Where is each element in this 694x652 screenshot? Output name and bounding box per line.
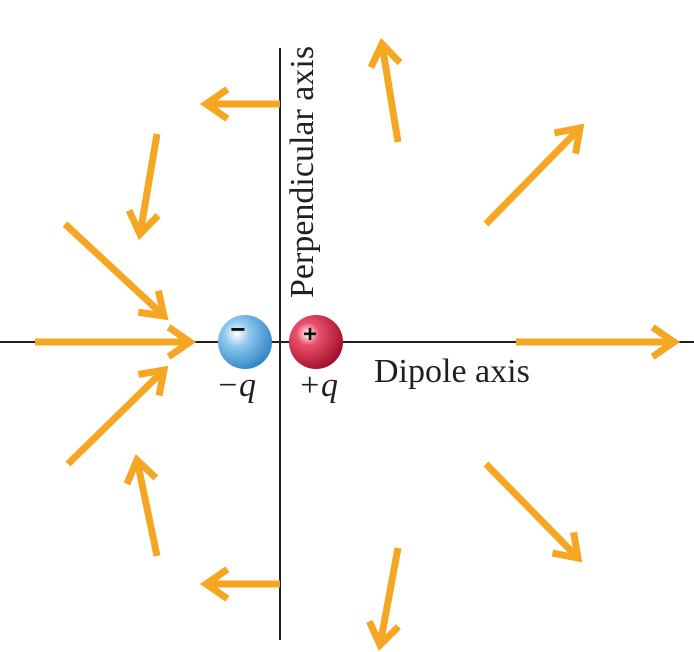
- positive-charge: +: [289, 315, 343, 369]
- field-arrow: [367, 37, 403, 143]
- field-arrow-head: [367, 37, 403, 69]
- field-arrow-shaft: [137, 133, 161, 232]
- field-arrow-shaft: [377, 547, 402, 643]
- field-arrow-head: [166, 324, 197, 360]
- field-arrow-head: [366, 619, 401, 652]
- field-arrow-head: [125, 208, 161, 241]
- negative-charge: −: [218, 314, 272, 369]
- field-arrow: [199, 566, 280, 602]
- negative-charge-sphere: [218, 315, 272, 369]
- negative-charge-label: −q: [216, 367, 256, 404]
- field-arrow: [516, 324, 681, 360]
- field-arrow-head: [123, 453, 159, 486]
- field-arrow-shaft: [483, 127, 581, 227]
- field-arrow: [483, 123, 585, 227]
- field-arrow: [62, 221, 169, 321]
- field-arrow-head: [137, 365, 169, 397]
- field-arrow-shaft: [62, 221, 165, 317]
- field-arrow-head: [199, 86, 230, 122]
- field-arrows: [35, 37, 681, 652]
- field-arrow: [483, 461, 583, 563]
- field-arrow-head: [650, 324, 681, 360]
- field-arrow: [65, 365, 169, 467]
- field-arrow-shaft: [134, 462, 161, 557]
- field-arrow: [199, 86, 280, 122]
- minus-sign: −: [230, 314, 245, 344]
- field-arrow-head: [551, 531, 583, 563]
- field-arrow-head: [199, 566, 230, 602]
- field-arrow-shaft: [379, 46, 402, 143]
- plus-sign: +: [303, 321, 317, 348]
- field-arrow: [125, 133, 161, 241]
- field-arrow-shaft: [483, 461, 579, 559]
- field-arrow: [123, 453, 161, 557]
- field-arrow-shaft: [65, 369, 165, 467]
- positive-charge-label: +q: [298, 367, 338, 404]
- perpendicular-axis-label: Perpendicular axis: [284, 46, 321, 298]
- field-arrow-head: [553, 123, 585, 155]
- field-arrow: [35, 324, 197, 360]
- positive-charge-sphere: [289, 315, 343, 369]
- field-arrow-head: [137, 289, 169, 321]
- dipole-axis-label: Dipole axis: [374, 353, 530, 390]
- field-arrow: [366, 547, 402, 652]
